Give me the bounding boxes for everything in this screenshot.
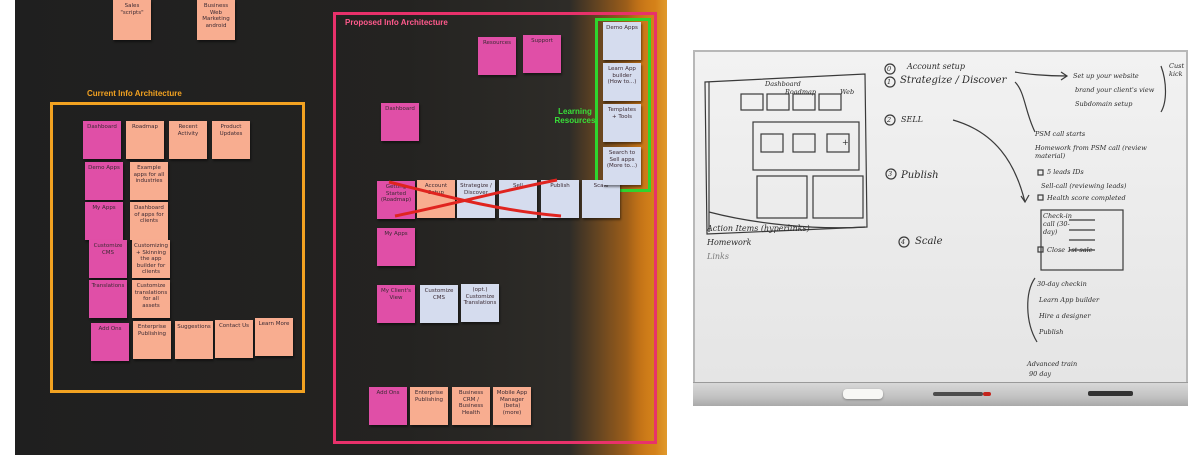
eraser <box>843 389 883 399</box>
sticky-note: Account Setup <box>417 180 455 218</box>
sticky-note: Learn More <box>255 318 293 356</box>
sticky-note: Recent Activity <box>169 121 207 159</box>
sticky-note: Customize CMS <box>420 285 458 323</box>
left-note: Homework <box>707 238 752 247</box>
sticky-note: Dashboard of apps for clients <box>130 202 168 240</box>
step-number: 4 <box>901 238 906 246</box>
proposed-architecture-frame <box>333 12 657 444</box>
publish-item: 30-day checkin <box>1037 280 1087 288</box>
sell-item: Health score completed <box>1047 194 1126 202</box>
publish-item: Publish <box>1039 328 1064 336</box>
sketch-label: Dashboard <box>765 80 801 88</box>
publish-item: Hire a designer <box>1039 312 1091 320</box>
sticky-note: Customizing + Skinning the app builder f… <box>132 240 170 278</box>
whiteboard-sketch-lines <box>704 63 1167 343</box>
sketch-label: Web <box>840 88 855 96</box>
step-label: Publish <box>901 170 939 181</box>
sticky-note: Sales "scripts" <box>113 0 151 40</box>
sticky-note: Learn App builder (How to...) <box>603 63 641 101</box>
setup-item: brand your client's view <box>1075 86 1155 94</box>
sticky-note: Add Ons <box>91 323 129 361</box>
sticky-note: Templates + Tools <box>603 104 641 142</box>
sticky-note-wall-photo: Current Info Architecture Proposed Info … <box>15 0 667 455</box>
sticky-note: Support <box>523 35 561 73</box>
sticky-note: Suggestions <box>175 321 213 359</box>
sticky-note: Dashboard <box>83 121 121 159</box>
sticky-note: My Client's View <box>377 285 415 323</box>
sticky-note: My Apps <box>85 202 123 240</box>
sticky-note: Scale <box>582 180 620 218</box>
sticky-note: (opt.) Customize Translations <box>461 284 499 322</box>
marker <box>933 392 983 396</box>
step-number: 2 <box>887 116 892 124</box>
publish-item: Learn App builder <box>1039 296 1100 304</box>
step-label: Account setup <box>907 62 965 71</box>
whiteboard-photo: Dashboard Roadmap Web + 0 1 2 3 4 Accoun… <box>693 50 1188 405</box>
setup-item: Subdomain setup <box>1075 100 1133 108</box>
sell-item: PSM call starts <box>1035 130 1086 138</box>
sticky-note: Getting Started (Roadmap) <box>377 181 415 219</box>
sticky-note: Resources <box>478 37 516 75</box>
sell-item: 5 leads IDs <box>1047 168 1084 176</box>
marker <box>1088 391 1133 396</box>
step-number: 0 <box>887 65 892 73</box>
sticky-note: Add Ons <box>369 387 407 425</box>
step-label: Scale <box>915 236 943 247</box>
sell-item: Sell-call (reviewing leads) <box>1041 182 1127 190</box>
left-note: Links <box>707 252 729 261</box>
whiteboard-marker-tray <box>693 382 1188 406</box>
sticky-note: My Apps <box>377 228 415 266</box>
sticky-note: Roadmap <box>126 121 164 159</box>
sell-item: Check-in call (30-day) <box>1043 212 1072 236</box>
step-label: SELL <box>901 115 923 124</box>
sticky-note: Contact Us <box>215 320 253 358</box>
sticky-note: Business Web Marketing android <box>197 0 235 40</box>
current-architecture-frame <box>50 102 305 393</box>
setup-item: Set up your website <box>1073 72 1139 80</box>
step-number: 3 <box>888 170 893 178</box>
proposed-architecture-label: Proposed Info Architecture <box>345 18 448 27</box>
learning-resources-frame <box>595 18 651 192</box>
sticky-note: Business CRM / Business Health <box>452 387 490 425</box>
sticky-note: Dashboard <box>381 103 419 141</box>
advanced-note: 90 day <box>1029 370 1052 378</box>
sell-item: Homework from PSM call (review material) <box>1035 144 1147 160</box>
sticky-note: Demo Apps <box>85 162 123 200</box>
sticky-note: Enterprise Publishing <box>410 387 448 425</box>
sell-item: Close 1st sale <box>1047 246 1093 254</box>
sticky-note: Search to Sell apps (More to...) <box>603 147 641 185</box>
sticky-note: Publish <box>541 180 579 218</box>
side-note: Cust kick <box>1169 62 1185 78</box>
sticky-note: Sell <box>499 180 537 218</box>
advanced-note: Advanced train <box>1027 360 1078 368</box>
sticky-note: Demo Apps <box>603 22 641 60</box>
step-label: Strategize / Discover <box>900 75 1007 86</box>
sticky-note: Customize translations for all assets <box>132 280 170 318</box>
sticky-note: Example apps for all industries <box>130 162 168 200</box>
plus-mark: + <box>842 138 849 147</box>
sticky-note: Mobile App Manager (beta) (more) <box>493 387 531 425</box>
step-number: 1 <box>887 78 892 86</box>
sticky-note: Customize CMS <box>89 240 127 278</box>
current-architecture-label: Current Info Architecture <box>87 89 182 98</box>
sticky-note: Translations <box>89 280 127 318</box>
learning-resources-label: Learning Resources <box>554 107 596 125</box>
sticky-note: Strategize / Discover <box>457 180 495 218</box>
sticky-note: Enterprise Publishing <box>133 321 171 359</box>
marker-cap <box>983 392 991 396</box>
left-note: Action Items (hyperlinks) <box>707 224 810 233</box>
sketch-label: Roadmap <box>785 88 817 96</box>
sticky-note: Product Updates <box>212 121 250 159</box>
